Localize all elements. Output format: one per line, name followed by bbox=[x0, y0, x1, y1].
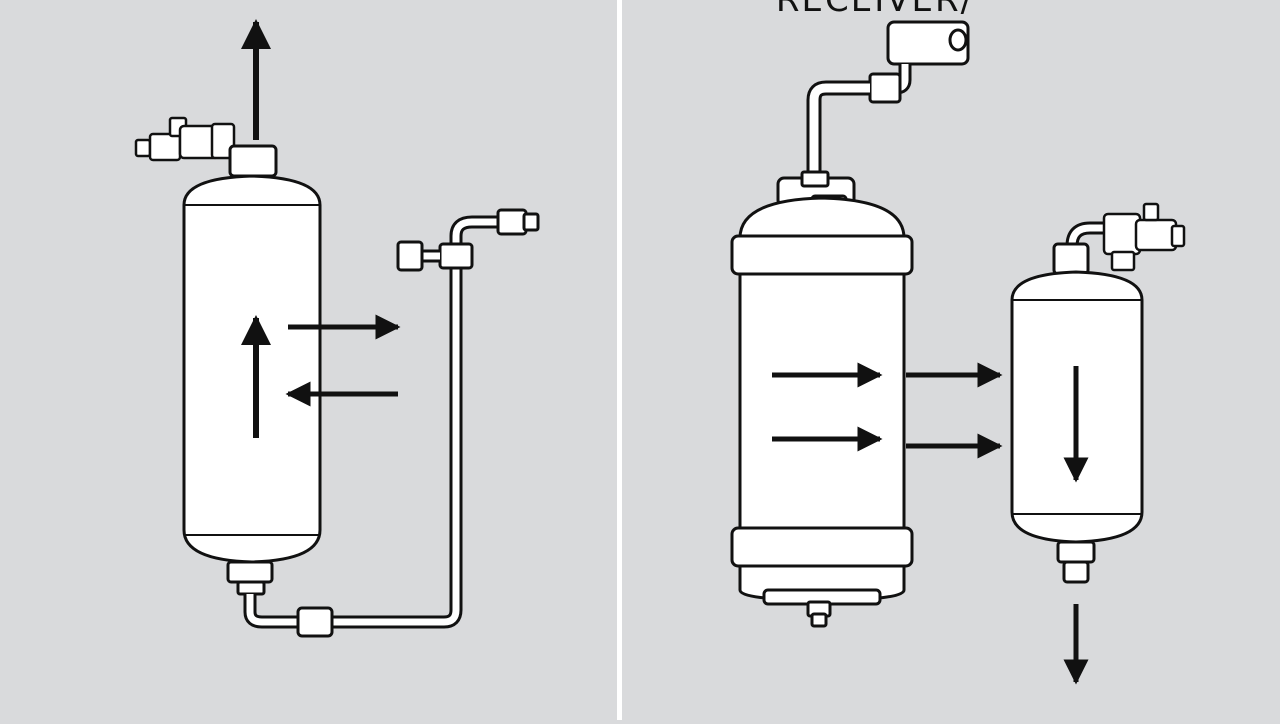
left-valve bbox=[134, 116, 236, 162]
right-top-fitting bbox=[868, 20, 970, 104]
small-tank-neck bbox=[1052, 242, 1090, 276]
left-tank-neck bbox=[228, 144, 278, 178]
diagram-heading: RECEIVER/ bbox=[775, 0, 975, 20]
right-pipe-outline bbox=[806, 80, 870, 176]
left-pipe-coupling bbox=[296, 606, 334, 638]
left-bottom-fitting bbox=[226, 560, 274, 584]
right-tank-top-band bbox=[730, 234, 914, 276]
right-tank-bottom-band bbox=[730, 526, 914, 568]
panel-divider bbox=[617, 0, 622, 720]
small-tank-bottom-fitting bbox=[1056, 540, 1096, 564]
right-valve bbox=[1065, 202, 1186, 272]
right-panel bbox=[730, 20, 1186, 685]
left-panel bbox=[134, 19, 540, 638]
left-tank-body bbox=[182, 174, 322, 564]
